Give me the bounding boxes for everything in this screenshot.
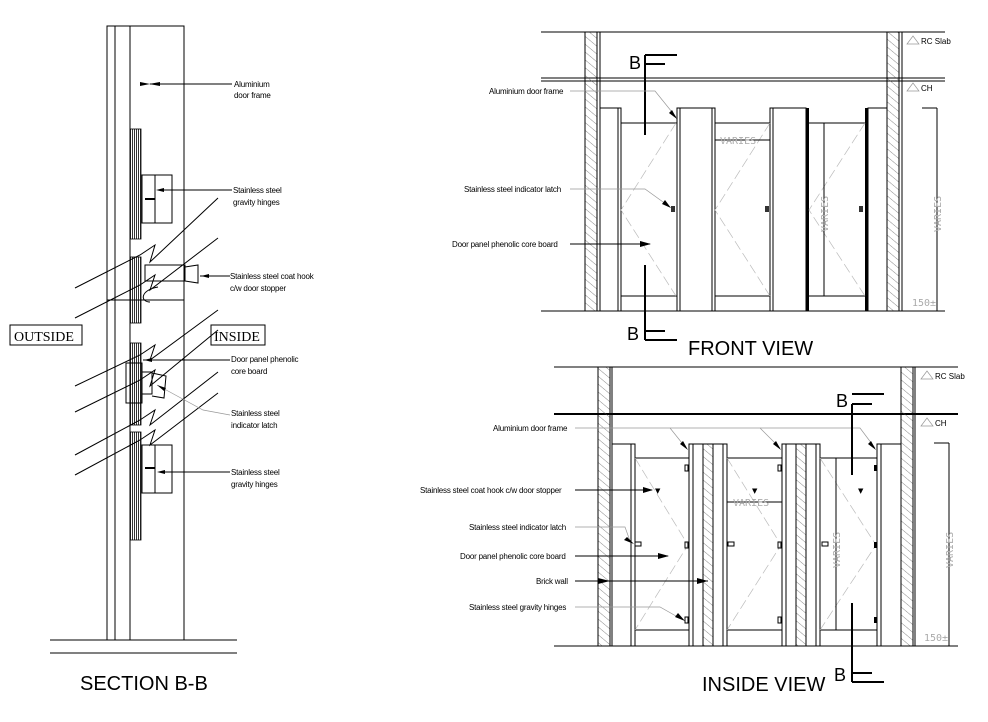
callout-gravity-hinges: Stainless steel gravity hinges — [469, 603, 566, 612]
outside-label: OUTSIDE — [14, 330, 74, 345]
callout-indicator-latch: Stainless steel indicator latch — [464, 185, 561, 194]
callout-door-panel-l1: Door panel phenolic — [231, 355, 299, 364]
callout-hinge-bottom-l2: gravity hinges — [231, 480, 278, 489]
latch-icon — [765, 206, 769, 212]
section-bb: Aluminium door frame Stainless steel gra… — [9, 25, 315, 695]
callout-hinge-bottom-l1: Stainless steel — [231, 468, 280, 477]
dim-width: VARIES — [720, 136, 756, 147]
inside-view-title: INSIDE VIEW — [702, 674, 825, 696]
callout-aluminium-frame: Aluminium door frame — [493, 424, 568, 433]
door-panel-section — [129, 128, 142, 541]
section-mark-b-bottom: B — [627, 324, 639, 344]
gravity-hinge-bottom — [141, 444, 173, 494]
callout-hinge-top-l1: Stainless steel — [233, 186, 282, 195]
coat-hook-icon: ▼ — [655, 487, 661, 495]
indicator-latch — [125, 362, 167, 404]
latch-icon — [859, 206, 863, 212]
level-rc-slab: RC Slab — [921, 37, 951, 46]
coat-hook-icon: ▼ — [752, 487, 758, 495]
front-view-title: FRONT VIEW — [688, 338, 813, 360]
dim-overall-height: VARIES — [945, 532, 956, 568]
hardware-icons — [634, 464, 877, 624]
level-ch: CH — [921, 84, 933, 93]
dim-overall-height: VARIES — [933, 196, 944, 232]
section-mark-b-bottom: B — [834, 665, 846, 685]
level-ch: CH — [935, 419, 947, 428]
coat-hook-icon: ▼ — [858, 487, 864, 495]
dim-door-height: VARIES — [820, 196, 831, 232]
level-rc-slab: RC Slab — [935, 372, 965, 381]
callout-coat-hook-l1: Stainless steel coat hook — [230, 272, 315, 281]
callout-aluminium-frame-l1: Aluminium — [234, 80, 270, 89]
callout-coat-hook: Stainless steel coat hook c/w door stopp… — [420, 486, 562, 495]
section-mark-b-top: B — [629, 53, 641, 73]
dim-door-height: VARIES — [832, 532, 843, 568]
dim-width: VARIES — [733, 498, 769, 509]
callout-latch-l2: indicator latch — [231, 421, 277, 430]
callout-indicator-latch: Stainless steel indicator latch — [469, 523, 566, 532]
callout-door-panel-l2: core board — [231, 367, 267, 376]
latch-icon — [671, 206, 675, 212]
callout-door-panel: Door panel phenolic core board — [452, 240, 558, 249]
callout-brick-wall: Brick wall — [536, 577, 568, 586]
callout-aluminium-frame-l2: door frame — [234, 91, 271, 100]
front-view: B B VARIES VARIES VARIES 150± RC Slab CH… — [452, 31, 951, 360]
section-mark-b-top: B — [836, 391, 848, 411]
inside-view: VARIES VARIES VARIES 150± RC Slab CH B — [420, 366, 965, 696]
dim-gap: 150± — [912, 298, 936, 309]
callout-hinge-top-l2: gravity hinges — [233, 198, 280, 207]
gravity-hinge-top — [141, 174, 173, 224]
dim-gap: 150± — [924, 633, 948, 644]
inside-label: INSIDE — [214, 330, 260, 345]
callout-latch-l1: Stainless steel — [231, 409, 280, 418]
coat-hook — [142, 264, 199, 303]
callout-coat-hook-l2: c/w door stopper — [230, 284, 286, 293]
section-bb-title: SECTION B-B — [80, 673, 208, 695]
callout-aluminium-frame: Aluminium door frame — [489, 87, 564, 96]
callout-door-panel: Door panel phenolic core board — [460, 552, 566, 561]
